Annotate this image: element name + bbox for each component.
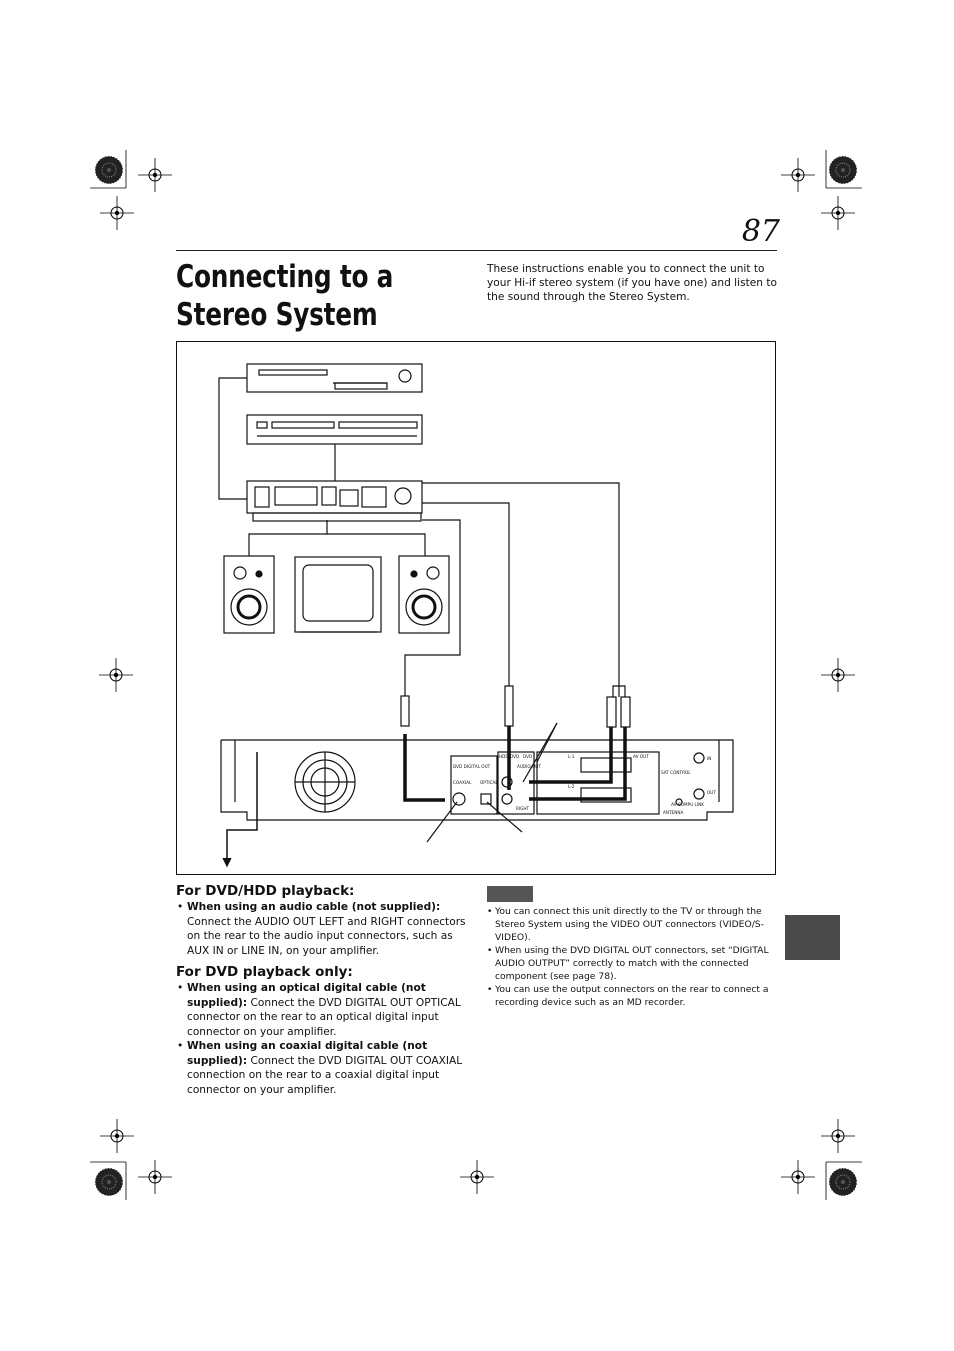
cassette-deck-icon xyxy=(246,363,423,393)
label-av-out: AV OUT xyxy=(633,754,649,759)
page-title: Connecting to a Stereo System xyxy=(176,259,394,333)
notes-list: You can connect this unit directly to th… xyxy=(487,905,777,1009)
label-hdd-dvd: HDD/DVD xyxy=(499,754,519,759)
label-l1: L-1 xyxy=(568,754,575,759)
label-antenna: ANTENNA xyxy=(663,810,683,815)
notes-header-box xyxy=(487,886,533,902)
header-rule xyxy=(176,250,777,251)
section-thumb-tab xyxy=(785,915,840,960)
label-in: IN xyxy=(707,756,711,761)
label-out: OUT xyxy=(707,790,716,795)
label-l2: L-2 xyxy=(568,784,575,789)
tuner-icon xyxy=(246,414,423,445)
label-av-compulink: AV COMPU LINK xyxy=(671,802,704,807)
note-item: When using the DVD DIGITAL OUT connector… xyxy=(487,944,777,983)
page-number: 87 xyxy=(741,214,780,249)
section-heading-dvd-hdd: For DVD/HDD playback: xyxy=(176,883,355,899)
left-speaker-icon xyxy=(223,555,275,634)
label-audio-out: AUDIO OUT xyxy=(517,764,541,769)
label-coaxial: COAXIAL xyxy=(453,780,472,785)
instructions-column: For DVD/HDD playback: When using an audi… xyxy=(176,883,466,1097)
label-optical: OPTICAL xyxy=(480,780,498,785)
note-item: You can use the output connectors on the… xyxy=(487,983,777,1009)
label-right: RIGHT xyxy=(516,806,530,811)
label-sat-control: SAT CONTROL xyxy=(661,770,691,775)
connection-diagram: DVD DIGITAL OUT COAXIAL OPTICAL HDD/DVD … xyxy=(176,341,776,875)
amplifier-icon xyxy=(246,480,423,522)
note-item: You can connect this unit directly to th… xyxy=(487,905,777,944)
label-dvd: DVD xyxy=(523,754,532,759)
list-item: When using an optical digital cable (not… xyxy=(176,981,466,1039)
diagram-drawing: DVD DIGITAL OUT COAXIAL OPTICAL HDD/DVD … xyxy=(218,363,734,868)
list-item: When using an coaxial digital cable (not… xyxy=(176,1039,466,1097)
recorder-rear-panel-icon xyxy=(220,739,734,821)
section-heading-dvd-only: For DVD playback only: xyxy=(176,964,353,980)
tv-icon xyxy=(294,556,382,633)
section-list-dvd-hdd: When using an audio cable (not supplied)… xyxy=(176,900,466,958)
right-speaker-icon xyxy=(398,555,450,634)
intro-text: These instructions enable you to connect… xyxy=(487,263,777,303)
list-item: When using an audio cable (not supplied)… xyxy=(176,900,466,958)
label-dvd-digital-out: DVD DIGITAL OUT xyxy=(453,764,491,769)
section-list-dvd-only: When using an optical digital cable (not… xyxy=(176,981,466,1097)
